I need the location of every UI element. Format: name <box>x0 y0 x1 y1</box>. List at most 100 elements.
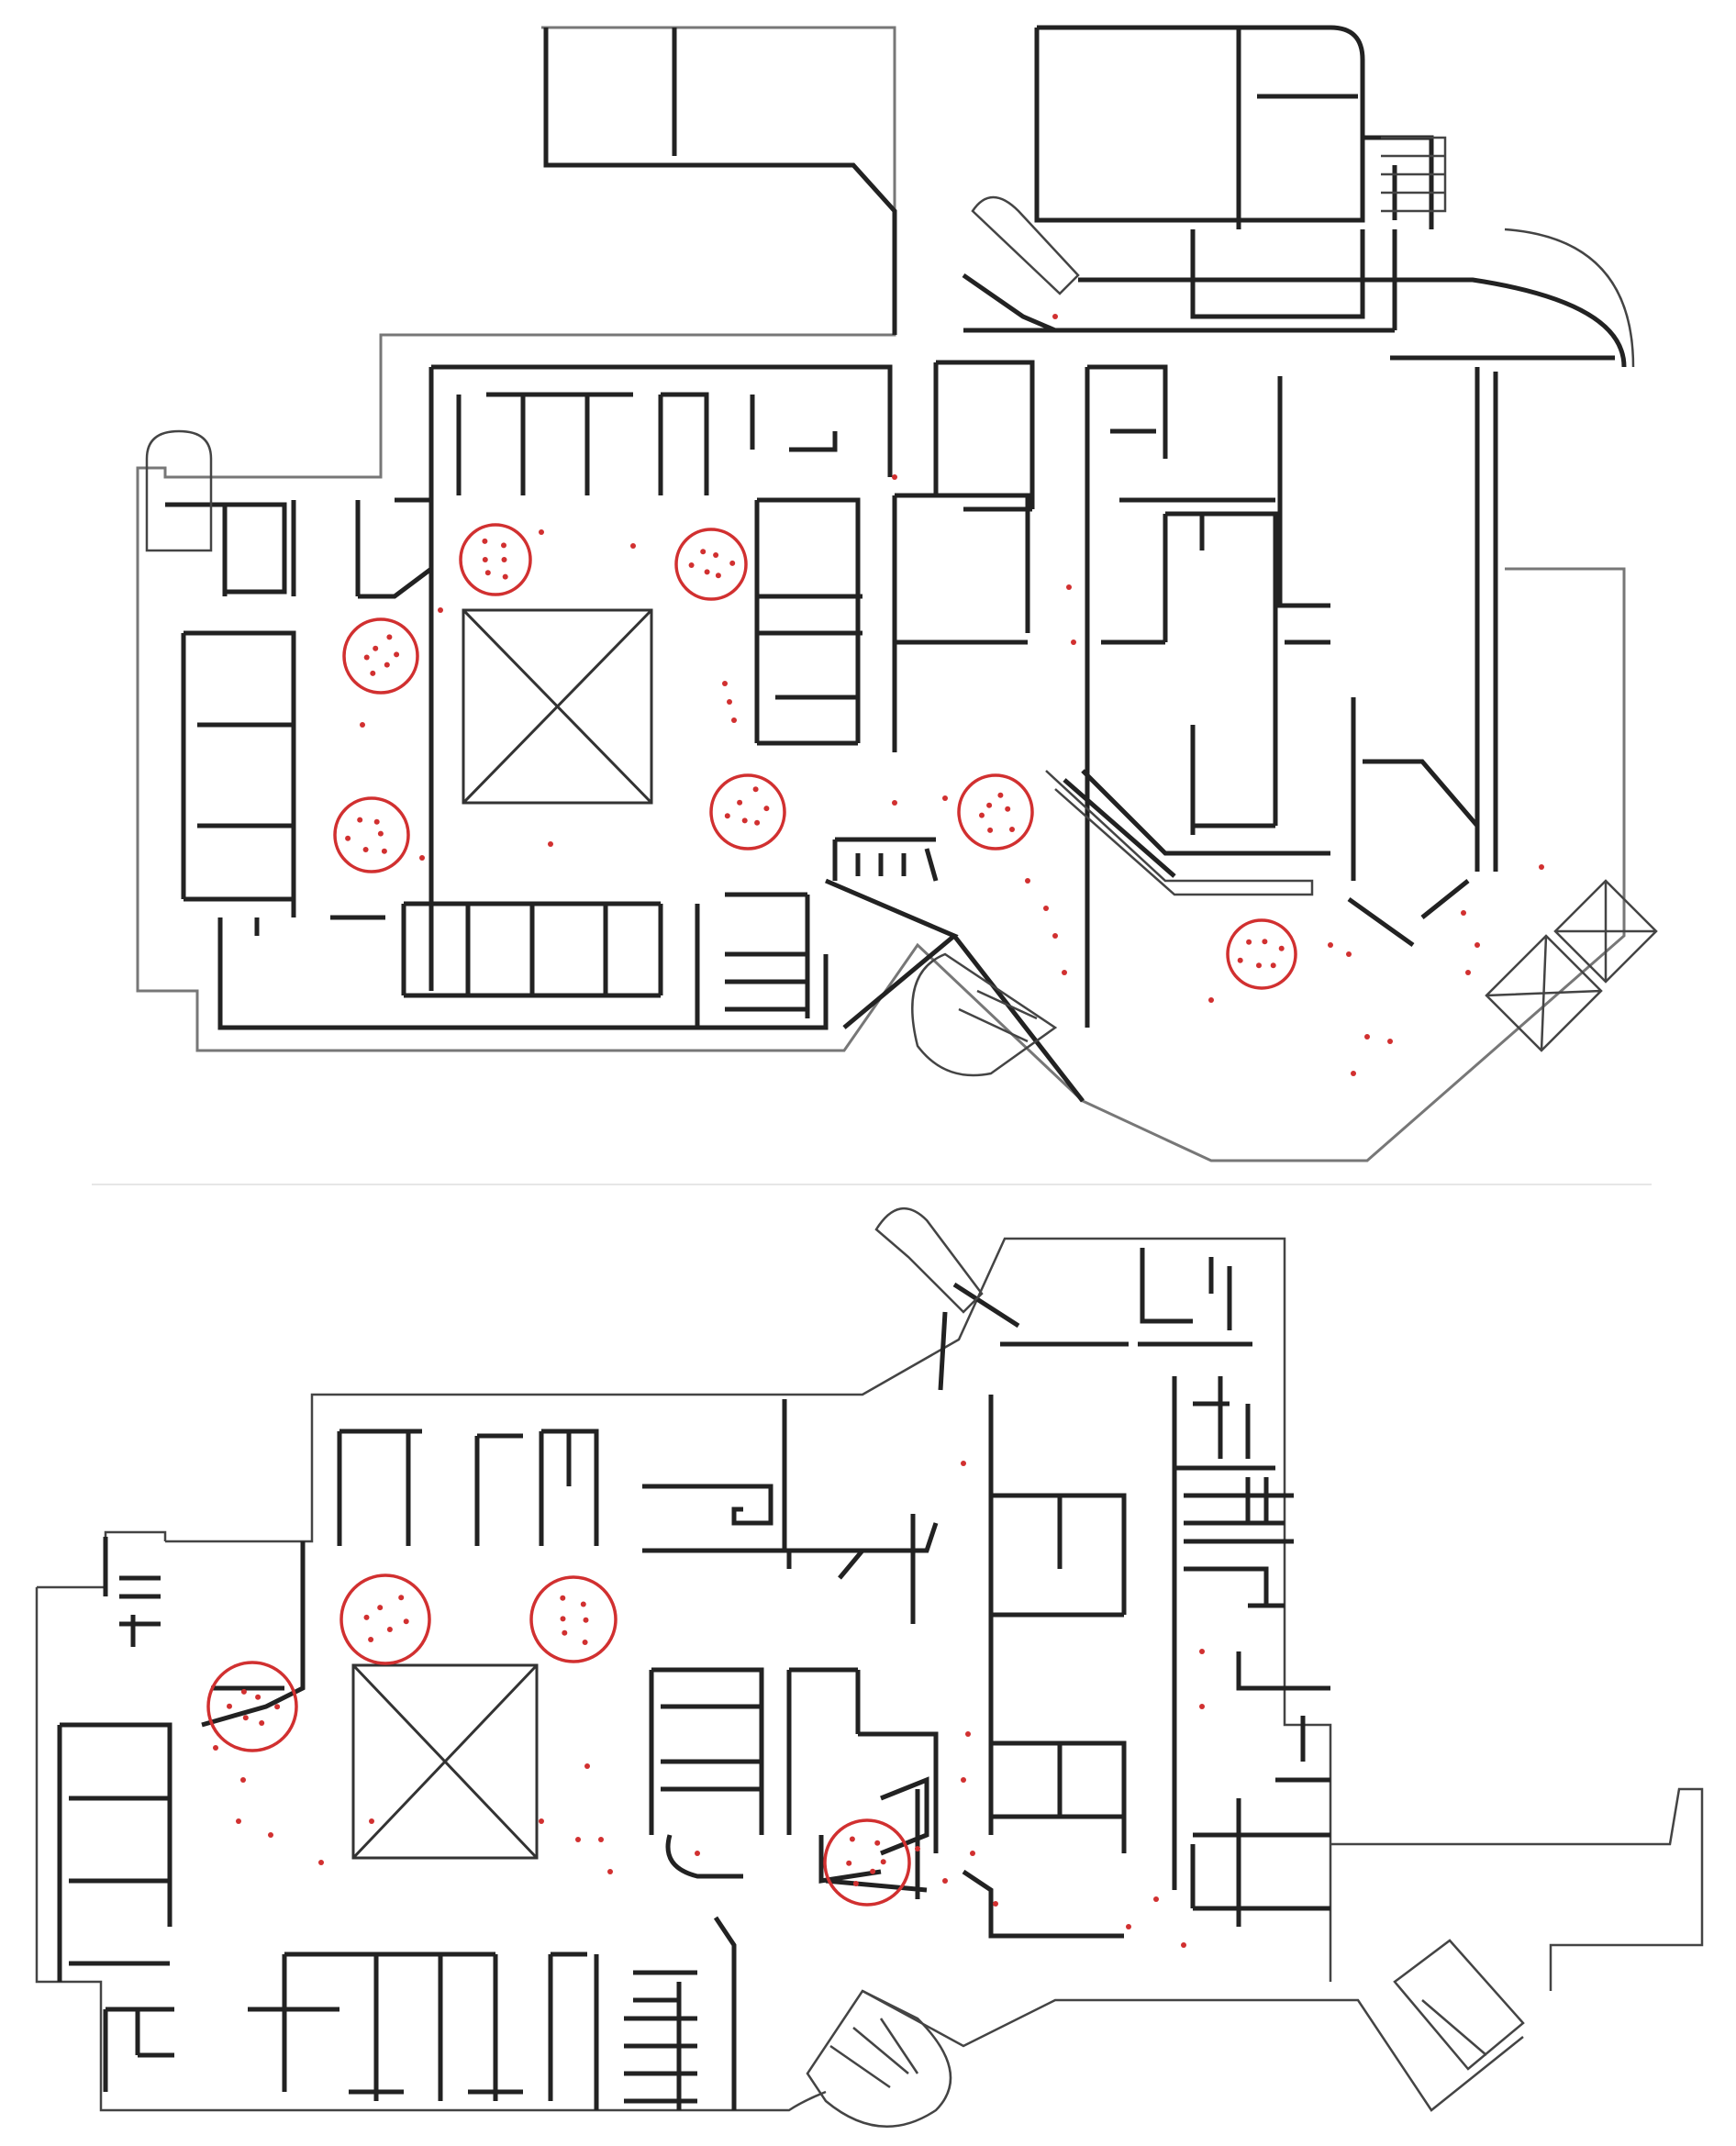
cluster-point <box>1009 827 1015 832</box>
scatter-point <box>1025 878 1030 884</box>
cluster-ring-1 <box>674 528 748 601</box>
cluster-point <box>381 848 387 854</box>
cluster-point <box>713 552 719 558</box>
scatter-point <box>1346 951 1352 957</box>
scatter-point <box>961 1777 966 1783</box>
cluster-ring-2 <box>342 617 419 695</box>
scatter-point <box>993 1901 998 1907</box>
cluster-ring-22 <box>206 1661 298 1752</box>
scatter-point <box>1052 933 1058 939</box>
cluster-point <box>1262 939 1268 945</box>
cluster-ring-0 <box>459 523 532 596</box>
cluster-point <box>368 1637 374 1642</box>
cluster-point <box>345 835 351 841</box>
detection-clusters-upper <box>333 523 1297 990</box>
cluster-point <box>501 557 507 562</box>
cluster-point <box>741 817 748 824</box>
walls-lower <box>35 1206 1704 2128</box>
cluster-point <box>987 827 994 833</box>
scatter-point <box>915 1846 920 1851</box>
cluster-point <box>986 802 993 808</box>
cluster-point <box>846 1860 852 1866</box>
cluster-point <box>403 1618 409 1625</box>
cluster-point <box>560 1616 566 1622</box>
cluster-point <box>482 538 488 544</box>
cluster-point <box>482 557 488 562</box>
cluster-point <box>852 1881 859 1886</box>
scatter-point <box>892 800 897 806</box>
cluster-point <box>849 1836 855 1842</box>
cluster-point <box>582 1640 588 1645</box>
scatter-point <box>1066 584 1072 590</box>
upper-floor-plan <box>136 25 1658 1162</box>
cluster-point <box>384 662 390 668</box>
scatter-point <box>268 1832 273 1838</box>
scatter-points-upper <box>360 314 1544 1076</box>
cluster-point <box>377 830 384 837</box>
scatter-point <box>1199 1649 1205 1654</box>
cluster-point <box>729 560 736 566</box>
scatter-point <box>942 795 948 801</box>
scatter-point <box>1071 639 1076 645</box>
cluster-point <box>394 651 400 658</box>
cluster-point <box>398 1595 405 1601</box>
atrium-upper <box>462 608 653 805</box>
cluster-point <box>1237 957 1243 963</box>
lower-floor-plan <box>35 1206 1704 2128</box>
scatter-point <box>240 1777 246 1783</box>
scatter-point <box>731 717 737 723</box>
cluster-point <box>259 1720 265 1726</box>
cluster-point <box>386 634 393 640</box>
cluster-point <box>370 670 376 676</box>
detection-clusters-lower <box>206 1573 911 1907</box>
cluster-point <box>1246 939 1252 945</box>
cluster-point <box>704 569 710 575</box>
cluster-point <box>502 573 508 580</box>
scatter-point <box>1474 942 1480 948</box>
scatter-point <box>236 1818 241 1824</box>
cluster-point <box>754 819 761 826</box>
scatter-point <box>584 1763 590 1769</box>
scatter-point <box>598 1837 604 1842</box>
scatter-point <box>1153 1896 1159 1902</box>
scatter-points-lower <box>213 1461 1205 1948</box>
cluster-point <box>880 1859 886 1865</box>
cluster-point <box>997 792 1004 798</box>
cluster-ring-6 <box>1226 918 1297 990</box>
cluster-point <box>363 654 370 661</box>
scatter-point <box>539 529 544 535</box>
scatter-point <box>942 1878 948 1884</box>
scatter-point <box>1052 314 1058 319</box>
cluster-point <box>227 1703 232 1709</box>
scatter-point <box>892 474 897 480</box>
scatter-point <box>965 1731 971 1737</box>
scatter-point <box>727 699 732 705</box>
cluster-point <box>362 847 369 852</box>
cluster-point <box>363 1614 370 1620</box>
scatter-point <box>438 607 443 613</box>
cluster-point <box>240 1688 247 1695</box>
cluster-point <box>737 799 743 806</box>
perimeter-outline <box>136 26 1626 1162</box>
cluster-point <box>724 813 730 819</box>
cluster-ring-20 <box>339 1573 431 1665</box>
cluster-point <box>484 570 491 576</box>
scatter-point <box>722 681 728 686</box>
scatter-point <box>1539 864 1544 870</box>
scatter-point <box>1387 1039 1393 1044</box>
cluster-point <box>979 812 985 818</box>
scatter-point <box>607 1869 613 1874</box>
cluster-ring-5 <box>957 773 1034 851</box>
cluster-point <box>874 1840 881 1846</box>
scatter-point <box>1465 970 1471 975</box>
scatter-point <box>360 722 365 728</box>
cluster-point <box>1270 962 1276 969</box>
atrium-lower <box>351 1663 539 1860</box>
cluster-point <box>752 786 759 793</box>
cluster-point <box>562 1629 568 1636</box>
cluster-ring-23 <box>823 1818 911 1907</box>
cluster-point <box>274 1704 281 1710</box>
scatter-point <box>970 1851 975 1856</box>
scatter-point <box>1181 1942 1186 1948</box>
scatter-point <box>1461 910 1466 916</box>
